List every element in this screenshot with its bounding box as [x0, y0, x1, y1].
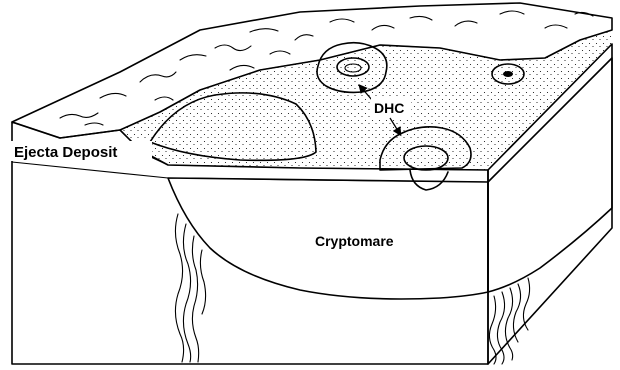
feeder-dikes-left: [175, 214, 205, 362]
dhc-label: DHC: [374, 100, 404, 116]
feeder-dikes-right: [489, 278, 529, 364]
stippled-plains-surface: [120, 30, 612, 170]
cryptomare-label: Cryptomare: [315, 233, 394, 249]
ejecta-deposit-label: Ejecta Deposit: [14, 144, 117, 161]
crater-2-section: [410, 170, 448, 190]
